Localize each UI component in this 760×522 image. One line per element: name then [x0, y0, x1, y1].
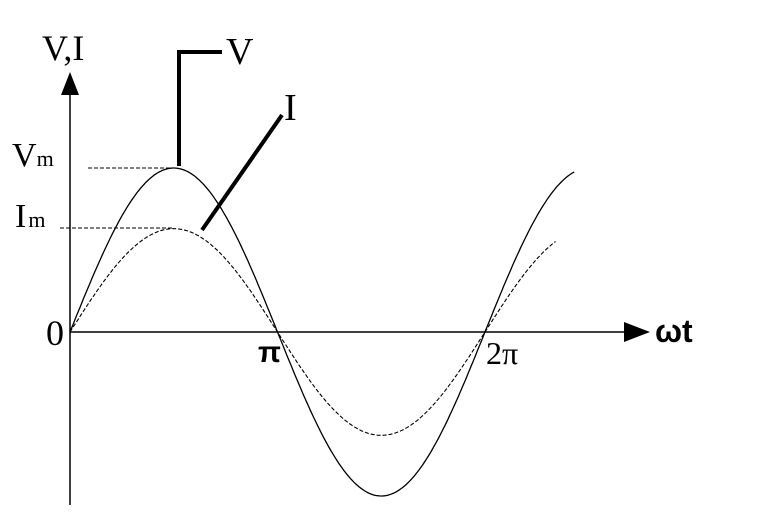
x-tick-2pi: 2π: [486, 335, 518, 371]
x-axis-arrow-icon: [624, 322, 650, 342]
current-callout-line: [200, 113, 284, 232]
current-curve: [69, 228, 556, 436]
y-axis-arrow-icon: [61, 72, 79, 95]
voltage-callout-line: [177, 50, 222, 166]
vm-label: Vm: [12, 137, 54, 174]
x-axis-label: ωt: [655, 313, 693, 349]
current-callout-label: I: [284, 87, 297, 129]
im-label: Im: [15, 198, 45, 235]
voltage-callout-label: V: [226, 31, 254, 73]
y-axis-label: V,I: [42, 28, 84, 68]
origin-label: 0: [46, 313, 64, 353]
x-tick-pi: π: [258, 336, 281, 369]
voltage-curve: [69, 167, 575, 497]
